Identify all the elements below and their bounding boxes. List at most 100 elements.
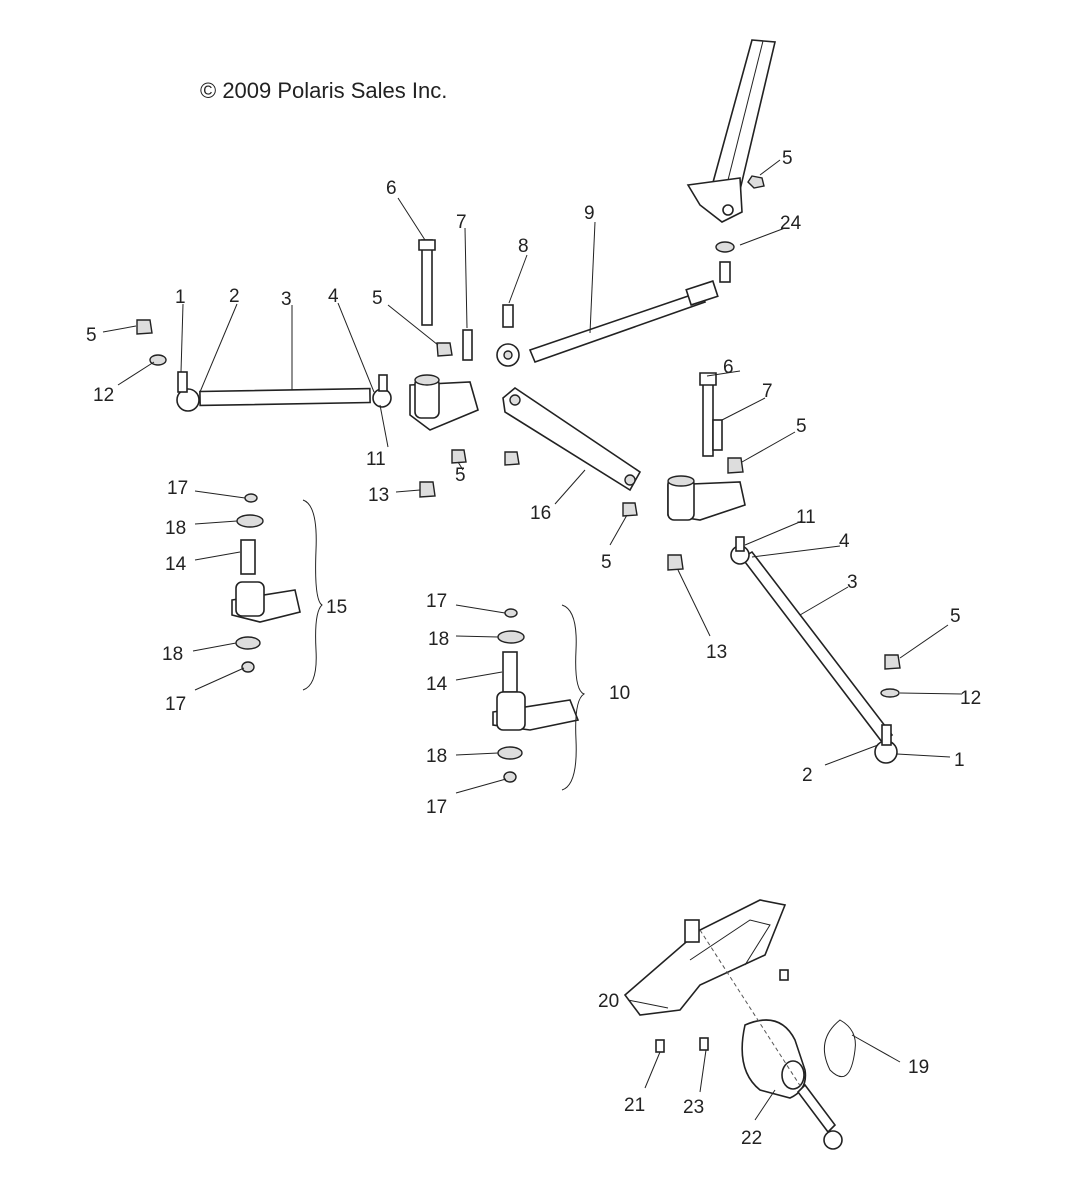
leader-line [194, 667, 245, 691]
callout: 3 [281, 289, 292, 310]
callout: 13 [368, 485, 389, 506]
callout: 3 [847, 572, 858, 593]
callout: 23 [683, 1097, 704, 1118]
callout: 18 [426, 746, 447, 767]
callout: 17 [426, 591, 447, 612]
leader-line [194, 551, 241, 561]
leader-line [194, 520, 238, 525]
leader-line [699, 1049, 707, 1093]
leader-line [464, 227, 468, 329]
leader-line [455, 604, 506, 614]
right-pitman-arm [667, 372, 746, 571]
leader-line [455, 671, 503, 681]
callout: 12 [960, 688, 981, 709]
callout: 7 [762, 381, 773, 402]
leader-line [337, 302, 375, 393]
callout: 5 [372, 288, 383, 309]
callout: 1 [175, 287, 186, 308]
steering-column [686, 39, 776, 283]
callout: 5 [601, 552, 612, 573]
leader-line [554, 469, 586, 505]
leader-lines [102, 159, 963, 1121]
leader-line [455, 635, 499, 638]
leader-line [799, 586, 849, 616]
leader-line [754, 1089, 776, 1121]
leader-line [644, 1051, 661, 1089]
callout: 4 [328, 286, 339, 307]
leader-line [379, 404, 389, 448]
leader-line [899, 692, 963, 695]
leader-line [102, 325, 137, 333]
callout: 6 [386, 178, 397, 199]
callout: 5 [950, 606, 961, 627]
left-tie-rod [136, 319, 392, 412]
leader-line [627, 999, 669, 1009]
drag-link [496, 280, 719, 367]
callout: 9 [584, 203, 595, 224]
leader-line [455, 778, 507, 794]
callout: 5 [86, 325, 97, 346]
callout: 14 [426, 674, 448, 695]
leader-line [744, 520, 803, 546]
pitman-assembly-15 [231, 493, 323, 691]
callout: 10 [609, 683, 630, 704]
leader-line [117, 361, 155, 386]
leader-line [395, 489, 421, 493]
leader-line [455, 752, 499, 756]
leader-line [457, 461, 464, 471]
leader-line [180, 303, 184, 373]
right-tie-rod [730, 536, 901, 764]
steering-gear-assembly [623, 899, 856, 1150]
callout: 14 [165, 554, 187, 575]
leader-line [751, 545, 841, 558]
callout: 24 [780, 213, 802, 234]
callout: 21 [624, 1095, 645, 1116]
leader-line [194, 490, 246, 499]
callout: 13 [706, 642, 727, 663]
callout: 22 [741, 1128, 762, 1149]
copyright-text: © 2009 Polaris Sales Inc. [200, 78, 447, 103]
leader-line [721, 397, 766, 421]
callout: 4 [839, 531, 850, 552]
leader-line [706, 370, 741, 377]
callout: 2 [229, 286, 240, 307]
leader-line [677, 569, 711, 637]
leader-line [199, 303, 238, 393]
center-link [502, 387, 642, 517]
leader-line [899, 624, 949, 659]
callout: 5 [455, 465, 466, 486]
callout: 20 [598, 991, 619, 1012]
callout: 17 [165, 694, 186, 715]
callout: 5 [782, 148, 793, 169]
left-pitman-arm [409, 239, 520, 498]
callout: 6 [723, 357, 734, 378]
leader-line [397, 197, 426, 241]
callout: 17 [426, 797, 447, 818]
callout: 12 [93, 385, 114, 406]
leader-line [609, 514, 628, 546]
callout: 5 [796, 416, 807, 437]
callout: 19 [908, 1057, 929, 1078]
leader-line [851, 1034, 901, 1063]
callout: 2 [802, 765, 813, 786]
callout: 18 [428, 629, 449, 650]
callout: 11 [796, 507, 816, 528]
leader-line [824, 744, 879, 766]
callout: 16 [530, 503, 551, 524]
callout: 7 [456, 212, 467, 233]
callout: 18 [162, 644, 183, 665]
leader-line [589, 221, 596, 334]
callout: 17 [167, 478, 188, 499]
leader-line [508, 254, 528, 304]
leader-line [896, 753, 951, 758]
callout: 1 [954, 750, 965, 771]
leader-line [739, 227, 786, 246]
leader-line [759, 159, 781, 176]
leader-line [192, 642, 237, 652]
callout: 11 [366, 449, 386, 470]
callout: 18 [165, 518, 186, 539]
leader-line [387, 304, 439, 346]
callout: 15 [326, 597, 347, 618]
